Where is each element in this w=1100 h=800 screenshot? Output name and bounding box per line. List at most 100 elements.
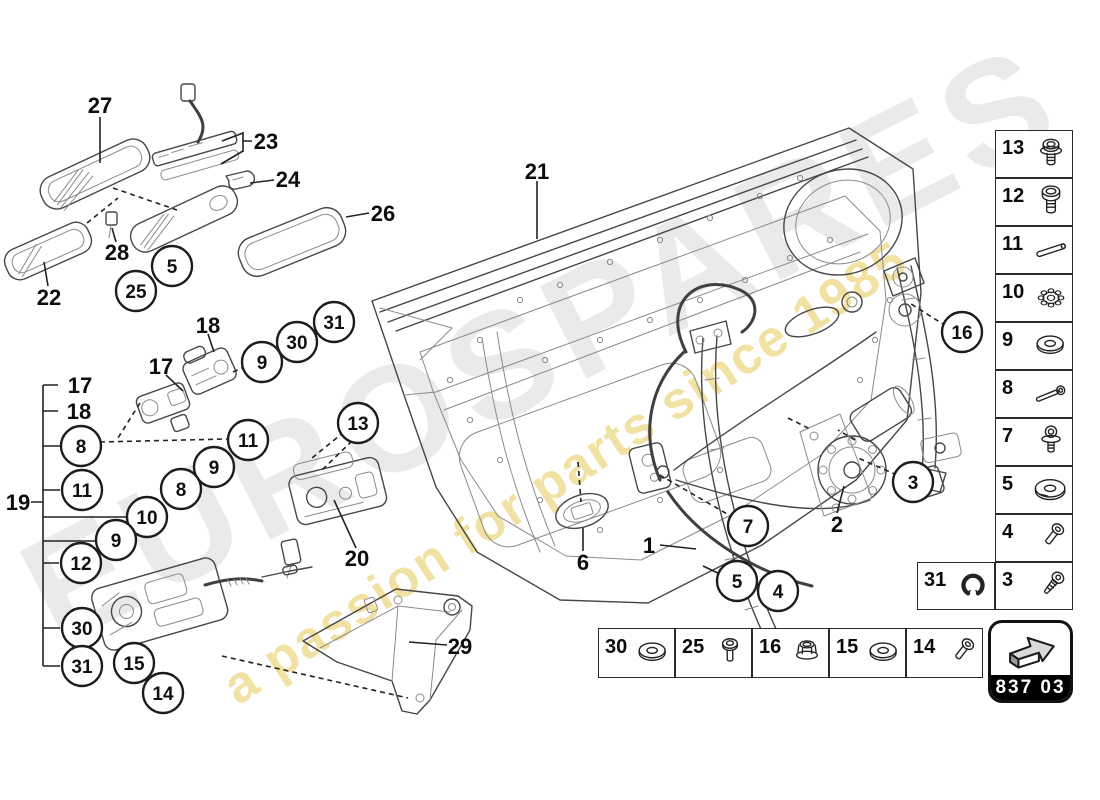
callout-circle-14[interactable]: 14 — [141, 671, 185, 715]
door-handle-parts-drawing — [3, 83, 347, 281]
c-clip-icon — [961, 573, 985, 596]
callout-circle-15[interactable]: 15 — [112, 641, 156, 685]
svg-text:25: 25 — [125, 282, 147, 303]
legend-box-9[interactable]: 9 — [995, 322, 1073, 370]
callout-label-29[interactable]: 29 — [448, 634, 472, 659]
svg-text:11: 11 — [72, 481, 93, 502]
callout-circle-9[interactable]: 9 — [94, 518, 138, 562]
tapping-screw-icon — [1043, 571, 1065, 594]
rivet-icon — [1045, 523, 1065, 545]
callout-label-6[interactable]: 6 — [577, 550, 589, 575]
callout-label-28[interactable]: 28 — [105, 240, 129, 265]
callout-circle-5[interactable]: 5 — [150, 244, 194, 288]
door-lock-cable-drawing — [91, 557, 313, 651]
svg-text:30: 30 — [286, 333, 307, 354]
callout-circle-16[interactable]: 16 — [940, 310, 984, 354]
legend-part-number: 30 — [605, 635, 628, 658]
callout-label-24[interactable]: 24 — [276, 167, 301, 192]
callout-circle-30[interactable]: 30 — [60, 606, 104, 650]
washer-icon — [638, 642, 666, 662]
svg-text:13: 13 — [347, 414, 368, 435]
callout-label-17[interactable]: 17 — [68, 373, 92, 398]
callout-circle-8[interactable]: 8 — [59, 424, 103, 468]
svg-text:14: 14 — [152, 684, 174, 705]
legend-box-31[interactable]: 31 — [917, 562, 995, 610]
callout-label-19[interactable]: 19 — [6, 490, 30, 515]
callout-circle-12[interactable]: 12 — [59, 541, 103, 585]
callout-circle-10[interactable]: 10 — [125, 495, 169, 539]
big-washer-icon — [1034, 478, 1066, 501]
callout-circle-13[interactable]: 13 — [336, 401, 380, 445]
legend-box-12[interactable]: 12 — [995, 178, 1073, 226]
svg-text:4: 4 — [773, 582, 784, 603]
callout-label-18[interactable]: 18 — [67, 399, 91, 424]
callout-label-22[interactable]: 22 — [37, 285, 61, 310]
callout-circle-4[interactable]: 4 — [756, 569, 800, 613]
svg-text:5: 5 — [732, 572, 743, 593]
lock-actuator-drawing — [135, 345, 237, 433]
legend-box-5[interactable]: 5 — [995, 466, 1073, 514]
callout-circle-25[interactable]: 25 — [114, 269, 158, 313]
rivet-icon — [955, 638, 975, 660]
callout-circle-7[interactable]: 7 — [726, 504, 770, 548]
callout-circle-8[interactable]: 8 — [159, 467, 203, 511]
leader-lines-dashed — [86, 187, 947, 699]
legend-box-13[interactable]: 13 — [995, 130, 1073, 178]
callout-label-26[interactable]: 26 — [371, 201, 395, 226]
callout-circle-11[interactable]: 11 — [226, 418, 270, 462]
callout-circle-31[interactable]: 31 — [312, 300, 356, 344]
flange-screw-icon — [1041, 425, 1061, 453]
callout-circle-30[interactable]: 30 — [275, 320, 319, 364]
callout-label-17[interactable]: 17 — [149, 354, 173, 379]
legend-box-11[interactable]: 11 — [995, 226, 1073, 274]
svg-text:7: 7 — [743, 517, 754, 538]
callout-circle-11[interactable]: 11 — [60, 468, 104, 512]
legend-box-4[interactable]: 4 — [995, 514, 1073, 562]
legend-part-number: 12 — [1002, 184, 1025, 207]
legend-box-25[interactable]: 25 — [675, 628, 752, 678]
legend-part-number: 9 — [1002, 328, 1014, 351]
svg-text:8: 8 — [76, 437, 87, 458]
svg-text:9: 9 — [257, 353, 268, 374]
legend-part-number: 14 — [913, 635, 936, 658]
callout-label-20[interactable]: 20 — [345, 546, 369, 571]
callout-circle-9[interactable]: 9 — [192, 445, 236, 489]
rear-regulator-drawing — [883, 257, 962, 493]
svg-text:8: 8 — [176, 480, 187, 501]
washer-icon — [1036, 335, 1064, 355]
svg-text:5: 5 — [167, 257, 178, 278]
legend-box-16[interactable]: 16 — [752, 628, 829, 678]
flange-nut-icon — [795, 640, 819, 660]
legend-box-15[interactable]: 15 — [829, 628, 906, 678]
diagram-code: 837 03 — [991, 675, 1070, 700]
legend-part-number: 3 — [1002, 568, 1014, 591]
mounting-bracket-drawing — [302, 588, 473, 715]
legend-part-number: 7 — [1002, 424, 1014, 447]
flange-bolt-icon — [1039, 138, 1063, 166]
legend-box-14[interactable]: 14 — [906, 628, 983, 678]
callout-circle-9[interactable]: 9 — [240, 340, 284, 384]
callout-label-21[interactable]: 21 — [525, 159, 549, 184]
legend-box-8[interactable]: 8 — [995, 370, 1073, 418]
callout-label-27[interactable]: 27 — [88, 93, 112, 118]
callout-circle-31[interactable]: 31 — [60, 644, 104, 688]
star-washer-icon — [1037, 288, 1065, 308]
legend-part-number: 8 — [1002, 376, 1014, 399]
callout-label-1[interactable]: 1 — [643, 533, 655, 558]
callout-label-2[interactable]: 2 — [831, 512, 843, 537]
legend-box-10[interactable]: 10 — [995, 274, 1073, 322]
svg-text:30: 30 — [71, 619, 92, 640]
callout-label-18[interactable]: 18 — [196, 313, 220, 338]
callout-circle-5[interactable]: 5 — [715, 559, 759, 603]
callout-label-23[interactable]: 23 — [254, 129, 278, 154]
callout-circle-3[interactable]: 3 — [891, 460, 935, 504]
svg-text:31: 31 — [71, 657, 93, 678]
legend-part-number: 25 — [682, 635, 705, 658]
svg-text:11: 11 — [238, 431, 259, 452]
legend-box-7[interactable]: 7 — [995, 418, 1073, 466]
door-holes — [446, 174, 894, 534]
legend-box-30[interactable]: 30 — [598, 628, 675, 678]
svg-text:10: 10 — [136, 508, 157, 529]
legend-box-3[interactable]: 3 — [995, 562, 1073, 610]
